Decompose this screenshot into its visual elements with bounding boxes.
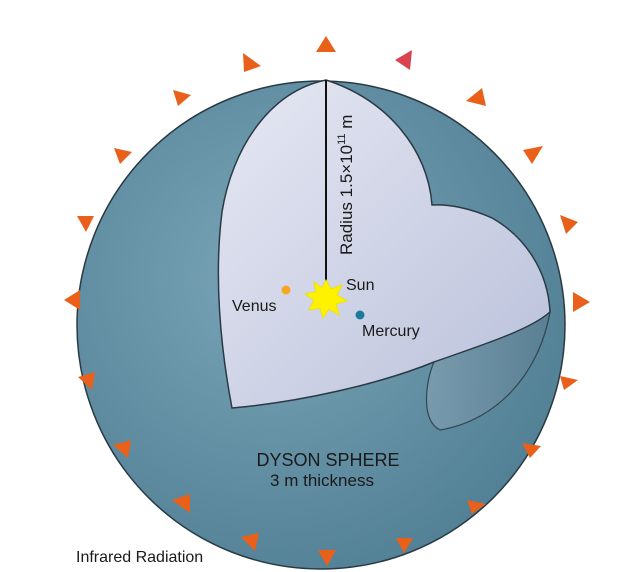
radiation-arrow-icon (172, 494, 190, 513)
radiation-arrow-icon (77, 216, 94, 232)
radius-label-text: Radius 1.5×10 (337, 145, 356, 255)
radiation-arrow-icon (560, 215, 578, 234)
sphere-thickness: 3 m thickness (270, 471, 374, 490)
venus-icon (281, 285, 291, 295)
radiation-arrow-icon (467, 500, 486, 514)
radiation-arrow-icon (243, 53, 261, 72)
svg-text:Radius 1.5×1011 m: Radius 1.5×1011 m (336, 115, 356, 255)
radius-label: Radius 1.5×1011 m (336, 115, 356, 255)
radiation-arrow-icon (316, 36, 336, 52)
radiation-arrow-icon (523, 146, 543, 164)
infrared-radiation-label: Infrared Radiation (76, 549, 203, 566)
radiation-arrow-icon (78, 372, 95, 390)
radiation-arrow-icon (466, 88, 486, 106)
radiation-arrow-icon (64, 290, 80, 310)
sun-label: Sun (346, 277, 374, 294)
radius-label-exponent: 11 (336, 133, 348, 144)
radiation-arrow-icon (113, 440, 131, 458)
mercury-icon (355, 310, 365, 320)
sphere-title: DYSON SPHERE (256, 450, 399, 470)
radiation-arrow-icon (395, 50, 412, 70)
radius-label-unit: m (337, 115, 356, 134)
radiation-arrow-icon (173, 90, 191, 106)
radiation-arrow-icon (522, 443, 541, 458)
radiation-arrow-icon (114, 148, 132, 164)
radiation-arrow-icon (318, 550, 336, 566)
radiation-arrow-icon (241, 533, 259, 551)
mercury-label: Mercury (362, 323, 420, 340)
sun-icon (303, 278, 349, 320)
radiation-arrow-icon (573, 292, 590, 312)
sphere-cut-wall-right (425, 310, 551, 431)
radiation-arrow-icon (396, 538, 413, 553)
infrared-radiation-arrows (64, 36, 590, 566)
radiation-arrow-icon (560, 376, 578, 390)
venus-label: Venus (232, 298, 276, 315)
